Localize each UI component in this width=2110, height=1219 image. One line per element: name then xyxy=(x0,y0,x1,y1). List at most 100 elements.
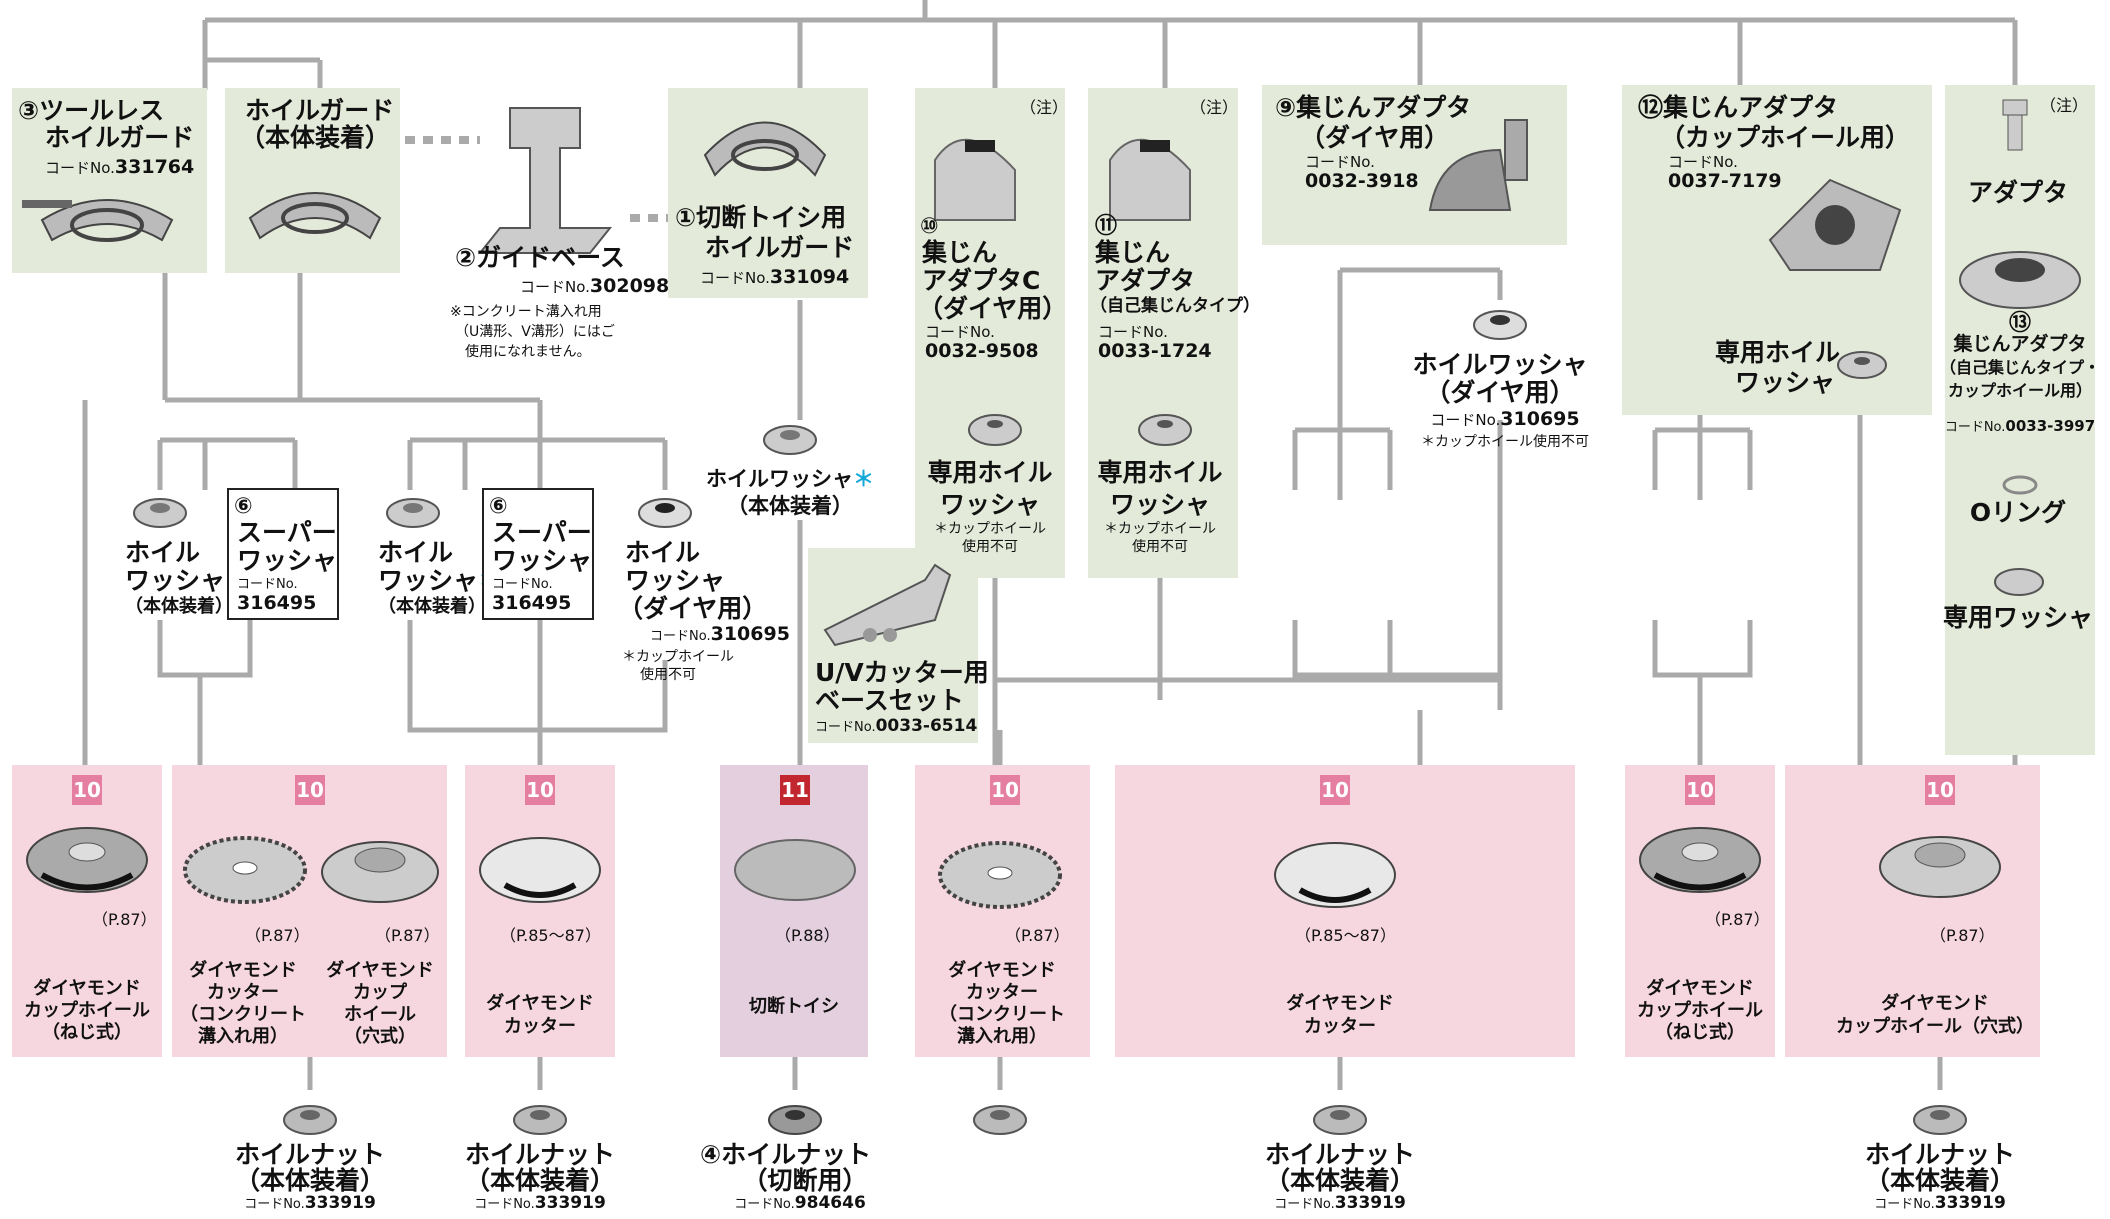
wheel-2-l1: ダイヤモンド xyxy=(189,960,297,981)
uv-base-l1: U/Vカッター用 xyxy=(815,658,989,687)
wheel-6-l2: カッター xyxy=(966,982,1038,1003)
dust-c-num: ⑩ xyxy=(920,214,939,239)
wheel-9-l2: カップホイール（穴式） xyxy=(1836,1016,2034,1037)
dust-dia-code: 0032-3918 xyxy=(1305,170,1419,192)
o-ring-icon xyxy=(2002,475,2038,495)
wheel-box-5 xyxy=(915,765,1090,1057)
washer-icon xyxy=(1994,568,2044,596)
nut-icon xyxy=(973,1105,1027,1135)
right-col-d2: （自己集じんタイプ・ xyxy=(1939,358,2101,377)
dust-cup-washer-1: 専用ホイル xyxy=(1715,338,1841,367)
cutting-disc-icon xyxy=(734,839,856,901)
wheel-2-l3: （コンクリート xyxy=(180,1004,306,1025)
dust-c-note-2: 使用不可 xyxy=(962,539,1018,555)
wheel-8-page: （P.87） xyxy=(1705,910,1770,929)
nut-4-l2: （本体装着） xyxy=(1864,1166,2016,1195)
dia-washer-l2: ワッシャ xyxy=(625,566,726,595)
wheel-4-page: （P.85～87） xyxy=(500,926,601,945)
guide-note-3: 使用になれません。 xyxy=(465,344,591,360)
guide-note-2: （U溝形、V溝形）にはご xyxy=(455,324,615,340)
page-badge: 10 xyxy=(72,775,102,805)
page-badge: 10 xyxy=(1685,775,1715,805)
right-col-d3: カップホイール用） xyxy=(1947,381,2093,400)
wheel-box-4 xyxy=(720,765,868,1057)
dust-self-washer-2: ワッシャ xyxy=(1109,490,1211,519)
dust-self-washer-1: 専用ホイル xyxy=(1097,458,1223,487)
uv-base-code: コードNo.0033-6514 xyxy=(815,716,978,736)
std-guard-title: ホイルガード xyxy=(245,96,395,125)
guide-base-icon xyxy=(477,107,613,254)
dust-self-l1: 集じん xyxy=(1095,238,1171,267)
toolless-guard-code: コードNo.331764 xyxy=(45,156,195,178)
washer-icon xyxy=(638,498,692,528)
nut-1-l1: ホイルナット xyxy=(234,1140,386,1169)
dust-self-note: （注） xyxy=(1190,98,1239,117)
dust-dia-sub: （ダイヤ用） xyxy=(1300,123,1450,152)
right-col-box xyxy=(1945,85,2095,755)
wheel-washer-2-l3: （本体装着） xyxy=(378,596,486,617)
dust-c-icon xyxy=(934,138,1016,221)
dust-dia-title: ⑨集じんアダプタ xyxy=(1275,93,1472,122)
dust-cup-washer-2: ワッシャ xyxy=(1735,368,1836,397)
cut-guard-title2: ホイルガード xyxy=(705,233,855,262)
adapter-label: アダプタ xyxy=(1967,178,2069,207)
wheel-2-l2: カッター xyxy=(207,982,279,1003)
wheel-8-l3: （ねじ式） xyxy=(1655,1022,1745,1043)
guide-note-1: ※コンクリート溝入れ用 xyxy=(450,304,602,320)
wheel-washer-1-l3: （本体装着） xyxy=(125,596,233,617)
dust-c-l1: 集じん xyxy=(922,238,998,267)
nut-3-code: コードNo.333919 xyxy=(1274,1193,1406,1213)
page-badge: 10 xyxy=(525,775,555,805)
center-washer-l2: （本体装着） xyxy=(727,494,853,518)
cut-guard-icon xyxy=(703,121,827,177)
super-washer-2: ⑥ スーパー ワッシャ コードNo. 316495 xyxy=(482,488,594,620)
toolless-guard-title2: ホイルガード xyxy=(45,123,195,152)
nut-4-code: コードNo.333919 xyxy=(1874,1193,2006,1213)
special-washer-label: 専用ワッシャ xyxy=(1942,603,2094,632)
dust-self-code-prefix: コードNo. xyxy=(1098,323,1168,341)
dust-c-washer-1: 専用ホイル xyxy=(927,458,1053,487)
nut-2-l1: ホイルナット xyxy=(464,1140,616,1169)
nut-icon xyxy=(768,1105,822,1135)
dust-c-washer-2: ワッシャ xyxy=(939,490,1041,519)
wheel-9-page: （P.87） xyxy=(1930,926,1995,945)
dia-washer-note-2: 使用不可 xyxy=(640,667,696,683)
adapter-icon xyxy=(2002,99,2028,151)
washer-icon xyxy=(1837,351,1887,379)
dust-self-l3: （自己集じんタイプ） xyxy=(1090,296,1260,316)
page-badge: 10 xyxy=(1320,775,1350,805)
uv-base-icon xyxy=(823,563,952,647)
wheel-3-page: （P.87） xyxy=(375,926,440,945)
page-badge: 10 xyxy=(295,775,325,805)
washer-icon xyxy=(133,498,187,528)
diamond-cutter-icon xyxy=(1274,842,1396,908)
wheel-2-l4: 溝入れ用） xyxy=(198,1026,288,1047)
wheel-box-1 xyxy=(12,765,162,1057)
guide-base-title: ②ガイドベース xyxy=(455,243,625,272)
dust-cup-title: ⑫集じんアダプタ xyxy=(1638,93,1839,122)
dust-dia-washer-code: コードNo.310695 xyxy=(1430,408,1580,430)
wheel-2-page: （P.87） xyxy=(245,926,310,945)
page-badge: 10 xyxy=(990,775,1020,805)
diamond-cutter-icon xyxy=(183,836,307,904)
dust-c-code: 0032-9508 xyxy=(925,340,1039,362)
wheel-1-l2: カップホイール xyxy=(24,1000,150,1021)
wheel-3-l1: ダイヤモンド xyxy=(326,960,434,981)
page-badge: 11 xyxy=(780,775,810,805)
wheel-3-l3: ホイール xyxy=(344,1004,416,1025)
wheel-box-2 xyxy=(172,765,447,1057)
right-col-num: ⑬ xyxy=(2008,311,2032,336)
dust-cup-sub: （カップホイール用） xyxy=(1660,123,1911,152)
dust-self-l2: アダプタ xyxy=(1095,266,1196,295)
diamond-cutter-icon xyxy=(938,841,1062,909)
nut-cut-code: コードNo.984646 xyxy=(734,1193,866,1213)
washer-icon xyxy=(1473,310,1527,340)
guard-part-icon xyxy=(22,199,174,242)
dust-c-note-1: ＊カップホイール xyxy=(934,521,1046,537)
guard-part-icon xyxy=(248,192,382,240)
right-col-d1: 集じんアダプタ xyxy=(1953,333,2087,355)
nut-1-code: コードNo.333919 xyxy=(244,1193,376,1213)
nut-icon xyxy=(513,1105,567,1135)
dust-cup-icon xyxy=(1768,178,1902,271)
wheel-8-l1: ダイヤモンド xyxy=(1646,978,1754,999)
